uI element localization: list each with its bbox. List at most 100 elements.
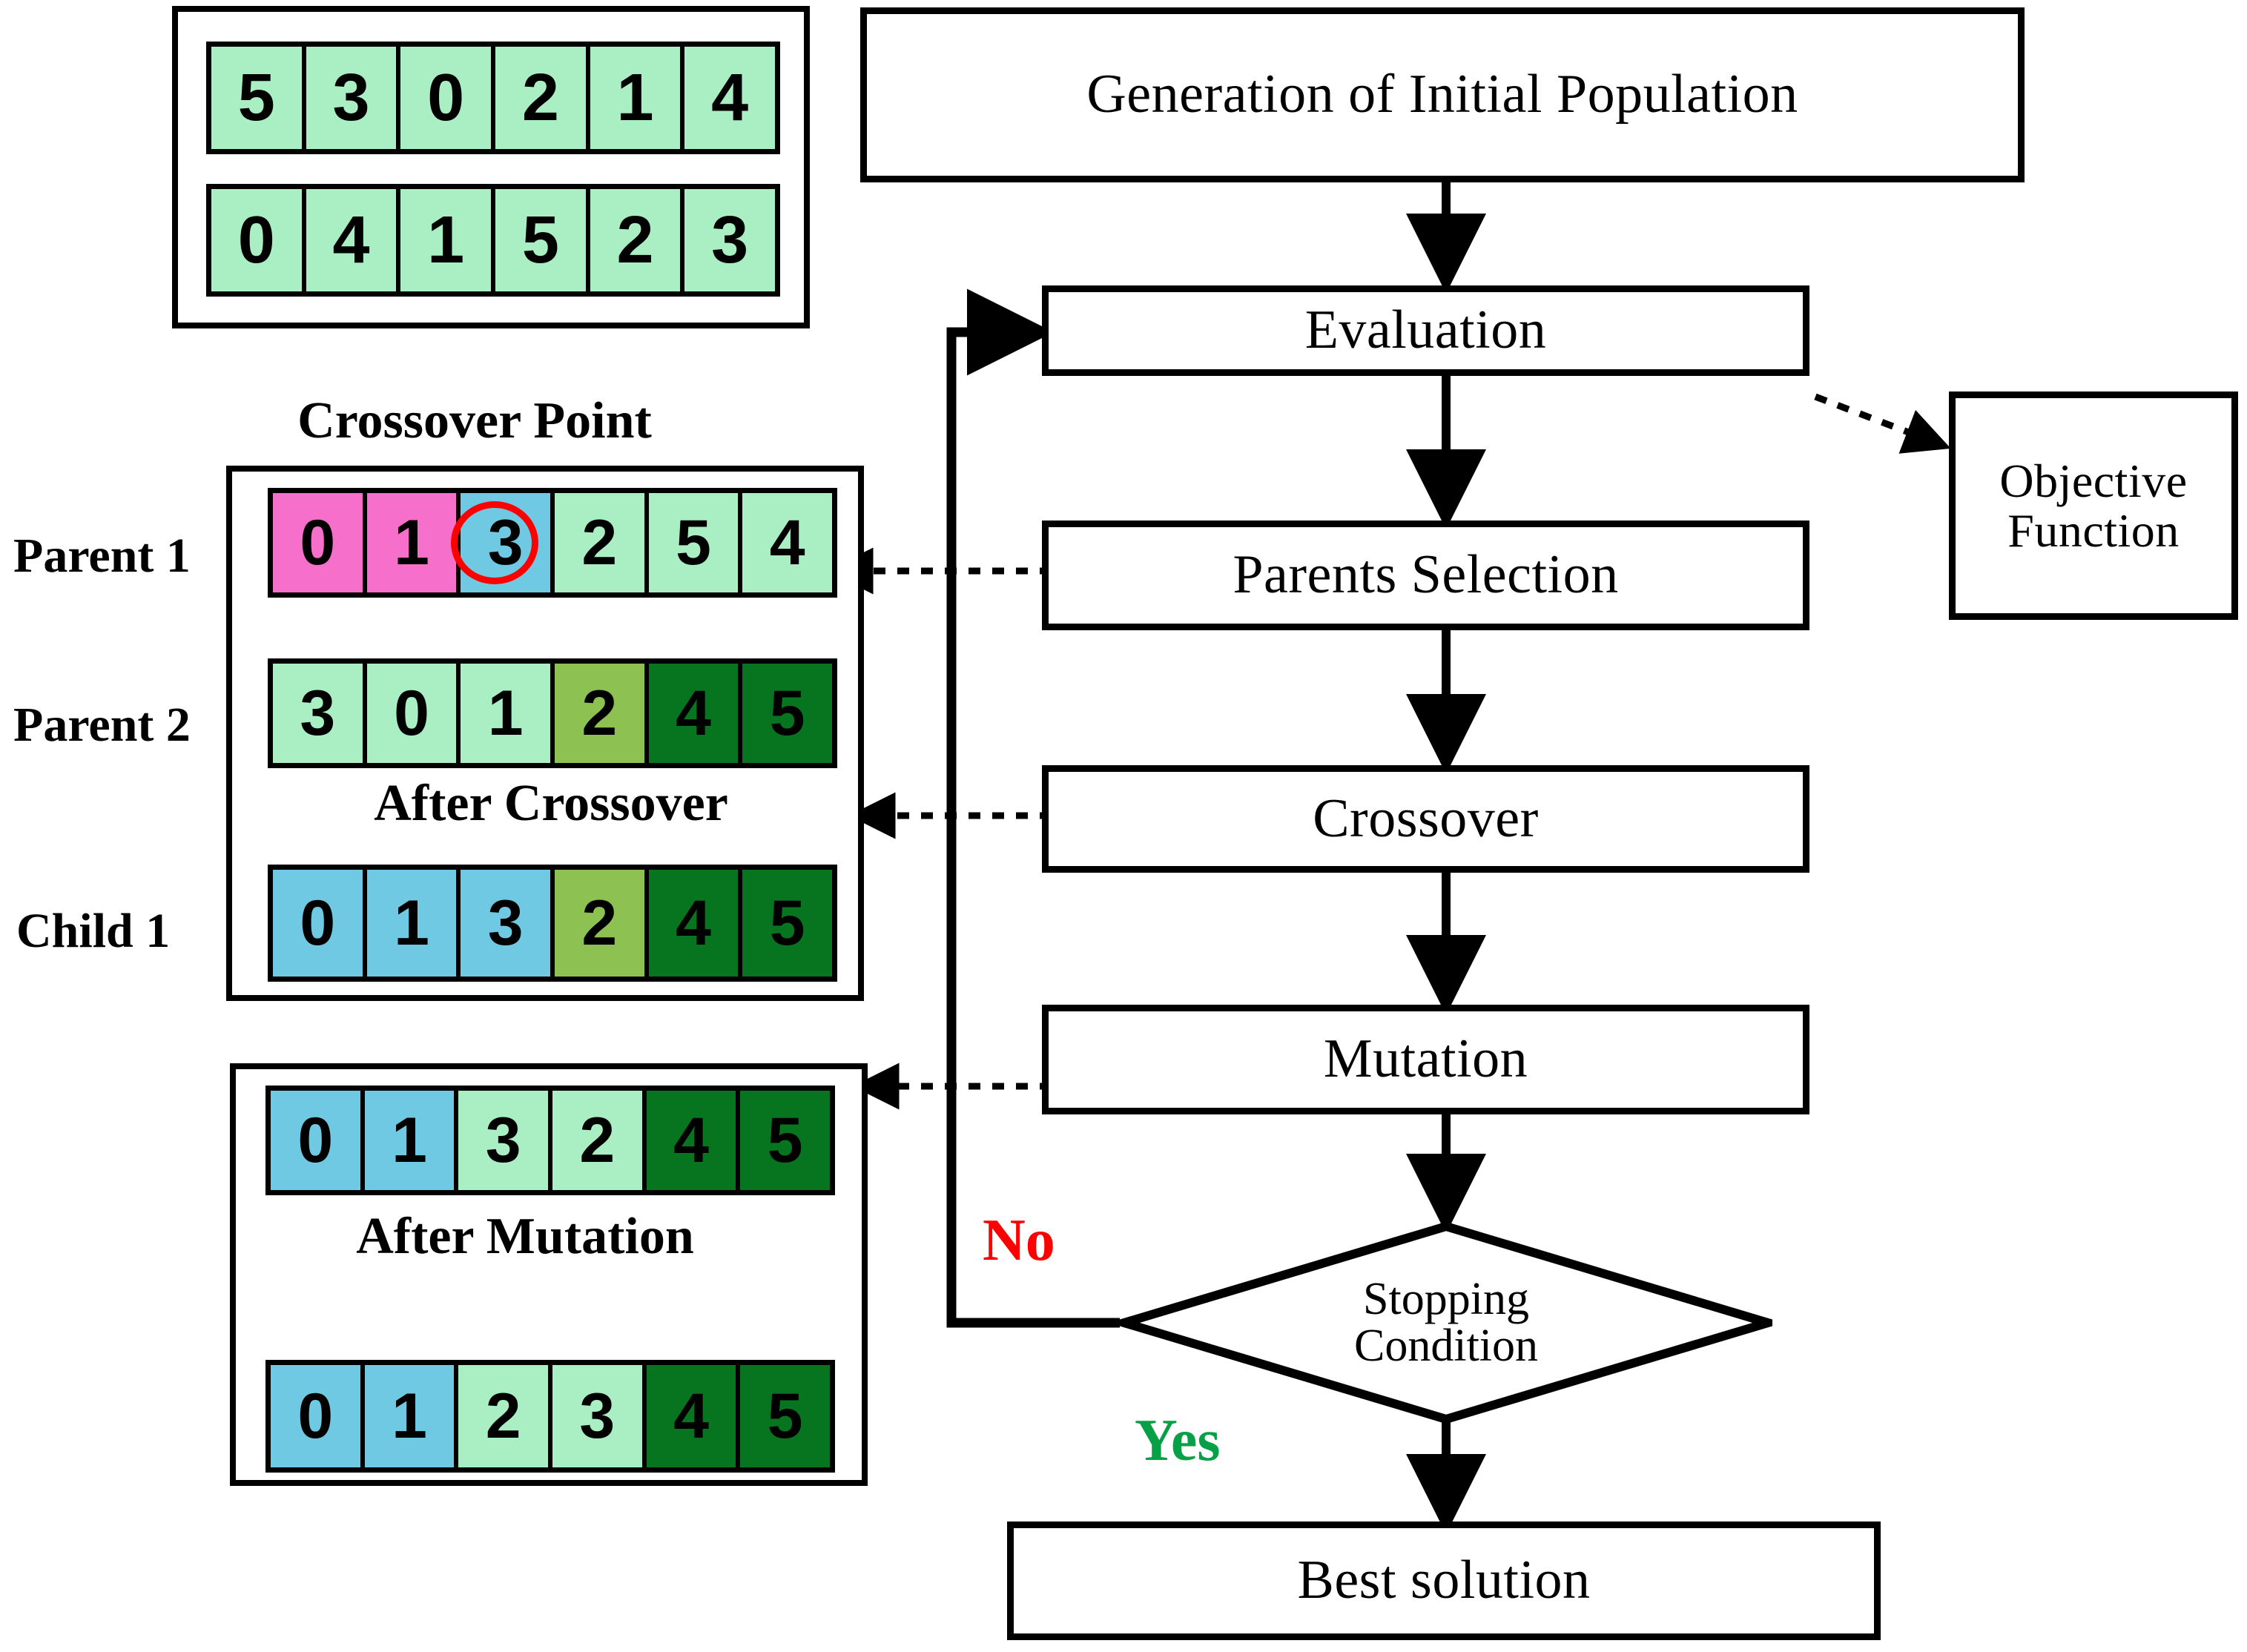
after-mutation-strip: 0 1 2 3 4 5 (265, 1360, 835, 1473)
gene-cell: 4 (742, 493, 833, 592)
gene-cell: 5 (495, 189, 586, 291)
gene-value: 1 (394, 887, 429, 959)
gene-cell: 0 (271, 1365, 360, 1467)
node-label: Evaluation (1304, 300, 1547, 361)
gene-cell: 3 (458, 1091, 549, 1190)
node-objective-function[interactable]: Objective Function (1949, 391, 2238, 620)
crossover-point-highlight-circle (451, 501, 538, 584)
diamond-shape (1120, 1222, 1772, 1424)
gene-value: 1 (427, 202, 465, 277)
gene-cell: 4 (684, 47, 776, 149)
node-best-solution[interactable]: Best solution (1007, 1522, 1881, 1640)
gene-value: 4 (673, 1380, 709, 1452)
gene-value: 3 (300, 677, 336, 749)
gene-cell: 2 (555, 664, 644, 763)
node-crossover[interactable]: Crossover (1042, 765, 1809, 873)
node-label-line2: Function (2007, 504, 2180, 557)
row-label-parent2: Parent 2 (13, 698, 191, 752)
caption-crossover-point: Crossover Point (297, 392, 652, 449)
gene-value: 5 (521, 202, 559, 277)
gene-cell: 2 (590, 189, 681, 291)
node-label: Mutation (1323, 1028, 1528, 1090)
gene-value: 5 (769, 677, 805, 749)
gene-value: 1 (392, 1380, 427, 1452)
gene-value: 1 (487, 677, 524, 749)
gene-cell: 0 (273, 870, 363, 977)
before-mutation-strip: 0 1 3 2 4 5 (265, 1086, 835, 1195)
population-row-1: 5 3 0 2 1 4 (206, 42, 780, 154)
gene-value: 4 (676, 677, 711, 749)
population-row-2: 0 4 1 5 2 3 (206, 184, 780, 297)
node-mutation[interactable]: Mutation (1042, 1005, 1809, 1114)
gene-cell: 4 (646, 1091, 736, 1190)
gene-value: 4 (673, 1104, 709, 1176)
node-stopping-condition[interactable]: Stopping Condition (1120, 1222, 1772, 1424)
gene-value: 3 (332, 60, 370, 135)
row-label-child1: Child 1 (16, 904, 171, 958)
parent1-strip: 0 1 3 2 5 4 (268, 488, 837, 598)
gene-cell: 1 (400, 189, 492, 291)
gene-cell: 0 (400, 47, 492, 149)
gene-value: 0 (297, 1380, 334, 1452)
gene-cell: 5 (742, 664, 833, 763)
node-label-line1: Objective (1999, 454, 2188, 507)
gene-cell: 5 (211, 47, 302, 149)
gene-value: 2 (485, 1380, 521, 1452)
gene-cell: 5 (742, 870, 833, 977)
gene-value: 3 (579, 1380, 616, 1452)
branch-label-no: No (983, 1208, 1055, 1273)
gene-value: 5 (237, 60, 275, 135)
caption-after-crossover: After Crossover (374, 775, 728, 832)
crossover-panel: 0 1 3 2 5 4 3 0 1 2 4 (226, 466, 864, 1001)
gene-value: 3 (485, 1104, 521, 1176)
gene-value: 5 (767, 1104, 803, 1176)
initial-population-panel: 5 3 0 2 1 4 0 4 1 5 2 3 (172, 6, 810, 328)
gene-value: 1 (616, 60, 654, 135)
gene-cell: 4 (306, 189, 397, 291)
gene-cell: 3 (552, 1365, 642, 1467)
gene-value: 0 (394, 677, 429, 749)
gene-value: 3 (487, 887, 524, 959)
gene-value: 4 (769, 506, 805, 578)
child1-strip: 0 1 3 2 4 5 (268, 865, 837, 982)
gene-value: 5 (767, 1380, 803, 1452)
gene-value: 2 (581, 677, 618, 749)
node-label: Crossover (1313, 787, 1539, 849)
gene-cell: 0 (273, 493, 363, 592)
node-evaluation[interactable]: Evaluation (1042, 285, 1809, 376)
caption-after-mutation: After Mutation (356, 1208, 694, 1265)
gene-cell: 2 (495, 47, 586, 149)
gene-value: 1 (392, 1104, 427, 1176)
gene-cell: 1 (366, 870, 457, 977)
gene-cell: 5 (648, 493, 739, 592)
node-parents-selection[interactable]: Parents Selection (1042, 521, 1809, 630)
gene-cell: 1 (461, 664, 551, 763)
gene-cell: 0 (366, 664, 457, 763)
gene-cell: 5 (740, 1091, 831, 1190)
gene-value: 2 (581, 887, 618, 959)
gene-cell: 2 (552, 1091, 642, 1190)
gene-value: 2 (581, 506, 618, 578)
gene-cell: 2 (458, 1365, 549, 1467)
branch-label-yes: Yes (1135, 1408, 1221, 1473)
gene-value: 2 (579, 1104, 616, 1176)
gene-value: 0 (300, 506, 336, 578)
node-generation-of-initial-population[interactable]: Generation of Initial Population (860, 7, 2025, 182)
gene-cell: 2 (555, 870, 644, 977)
gene-value: 3 (711, 202, 749, 277)
gene-cell: 1 (364, 1365, 455, 1467)
gene-value: 0 (427, 60, 465, 135)
gene-value: 0 (237, 202, 275, 277)
gene-value: 0 (297, 1104, 334, 1176)
arrow-evaluation-to-objective (1814, 393, 1951, 454)
mutation-panel: 0 1 3 2 4 5 After Mutation 0 1 2 3 (230, 1063, 868, 1486)
gene-value: 5 (769, 887, 805, 959)
gene-cell: 1 (590, 47, 681, 149)
gene-value: 2 (616, 202, 654, 277)
gene-value: 4 (676, 887, 711, 959)
gene-value: 2 (521, 60, 559, 135)
node-label-wrap: Stopping Condition (1120, 1222, 1772, 1424)
gene-value: 5 (676, 506, 711, 578)
gene-value: 4 (711, 60, 749, 135)
gene-cell: 4 (648, 870, 739, 977)
